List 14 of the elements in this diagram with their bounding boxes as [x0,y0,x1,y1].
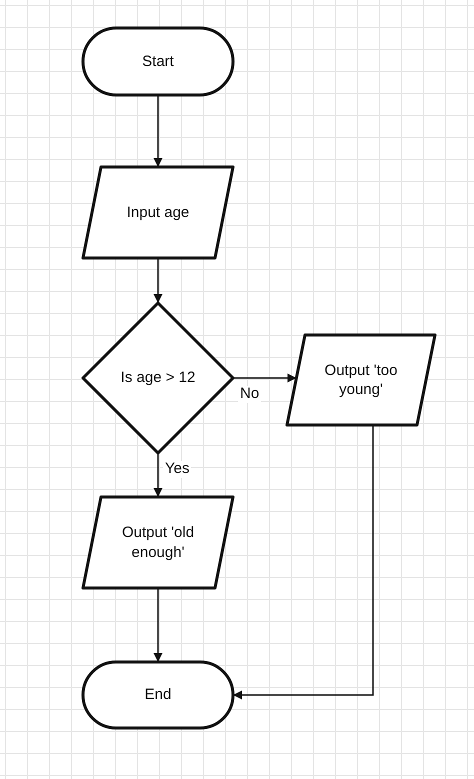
arrow [154,95,162,167]
arrow [154,258,162,303]
node-label: Output 'too young' [324,360,398,400]
arrow [154,453,162,497]
node-label: End [144,685,172,705]
edge-label: Yes [163,461,192,478]
node-label: Output 'old enough' [120,523,196,562]
arrow [233,374,296,382]
node-label: Input age [126,202,190,222]
arrow [154,588,162,662]
node-label: Is age > 12 [120,368,196,388]
edge-label: No [238,386,262,402]
node-label: Start [142,52,174,72]
arrow [233,425,374,700]
